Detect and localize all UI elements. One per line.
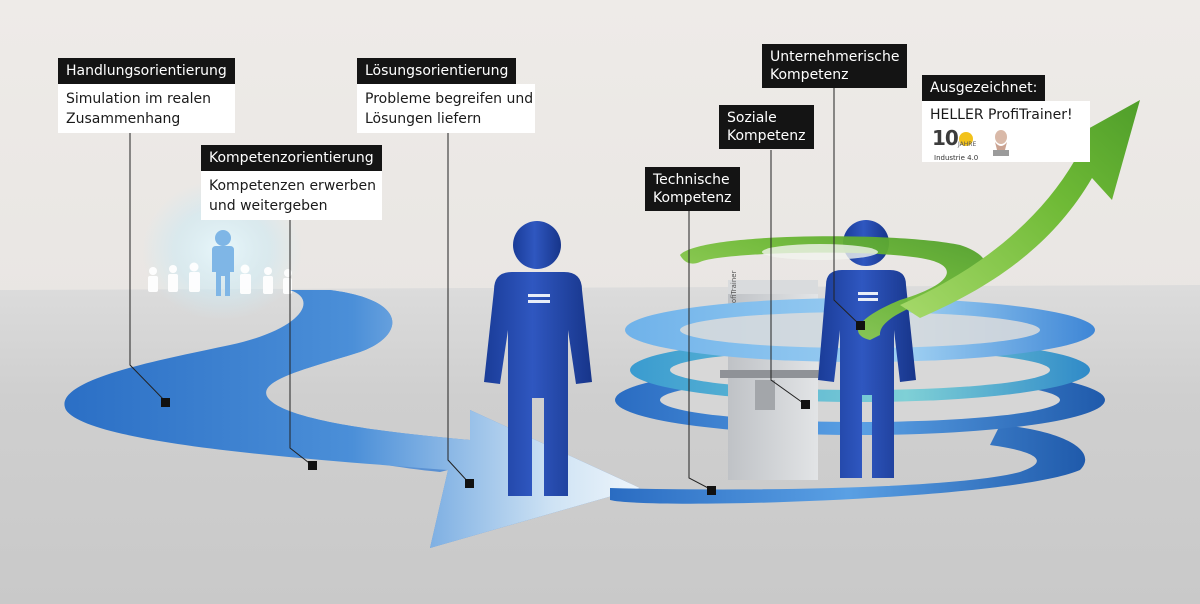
trophy-icon [993,130,1009,156]
marker-kompetenz [308,461,317,470]
callout-title-line: Kompetenz [770,67,849,83]
callout-technische-kompetenz: Technische Kompetenz [645,167,740,211]
marker-sozial [801,400,810,409]
callout-title: Soziale Kompetenz [719,105,814,149]
callout-text-line: Simulation im realen [66,91,212,107]
callout-award: Ausgezeichnet: HELLER ProfiTrainer! 10 J… [922,75,1090,162]
callout-title: Ausgezeichnet: [922,75,1046,101]
marker-loesung [465,479,474,488]
award-text: HELLER ProfiTrainer! [930,107,1073,123]
spiral-ring-bottom [610,425,1086,504]
callout-text-line: und weitergeben [209,198,328,214]
callout-text-line: Kompetenzen erwerben [209,178,377,194]
callout-body: Simulation im realen Zusammenhang [58,84,235,133]
learning-path-arrow [64,290,640,548]
callout-title: Kompetenzorientierung [201,145,382,171]
logo-number: 10 [932,126,959,150]
callout-title-line: Technische [653,172,730,188]
award-logos: 10 JAHRE Industrie 4.0 [930,128,1082,162]
callout-title: Handlungsorientierung [58,58,235,84]
callout-title: Unternehmerische Kompetenz [762,44,908,88]
learner-figure [212,230,234,296]
callout-text-line: Lösungen liefern [365,111,482,127]
callout-title-line: Unternehmerische [770,49,900,65]
callout-text-line: Zusammenhang [66,111,181,127]
green-ring [680,236,987,340]
logo-small-text: Industrie 4.0 [934,154,979,162]
machine-label: ProfiTrainer [730,270,738,310]
callout-body: Probleme begreifen und Lösungen liefern [357,84,535,133]
marker-handlung [161,398,170,407]
callout-text-line: Probleme begreifen und [365,91,534,107]
callout-unternehmerische-kompetenz: Unternehmerische Kompetenz [762,44,908,88]
callout-title: Lösungsorientierung [357,58,517,84]
industrie-100-logo: 10 [932,128,973,148]
callout-title-line: Soziale [727,110,777,126]
main-figure [484,221,592,496]
callout-title: Technische Kompetenz [645,167,740,211]
leader-lines [129,84,862,491]
callout-soziale-kompetenz: Soziale Kompetenz [719,105,814,149]
marker-technisch [707,486,716,495]
callout-title-line: Kompetenz [727,128,806,144]
callout-kompetenzorientierung: Kompetenzorientierung Kompetenzen erwerb… [201,145,382,220]
callout-title-line: Kompetenz [653,190,732,206]
callout-loesungsorientierung: Lösungsorientierung Probleme begreifen u… [357,58,535,133]
logo-mini-text: JAHRE [958,141,977,148]
sun-icon [958,132,973,146]
callout-body: HELLER ProfiTrainer! 10 JAHRE Industrie … [922,101,1090,162]
callout-handlungsorientierung: Handlungsorientierung Simulation im real… [58,58,235,133]
marker-unternehmerisch [856,321,865,330]
callout-body: Kompetenzen erwerben und weitergeben [201,171,382,220]
